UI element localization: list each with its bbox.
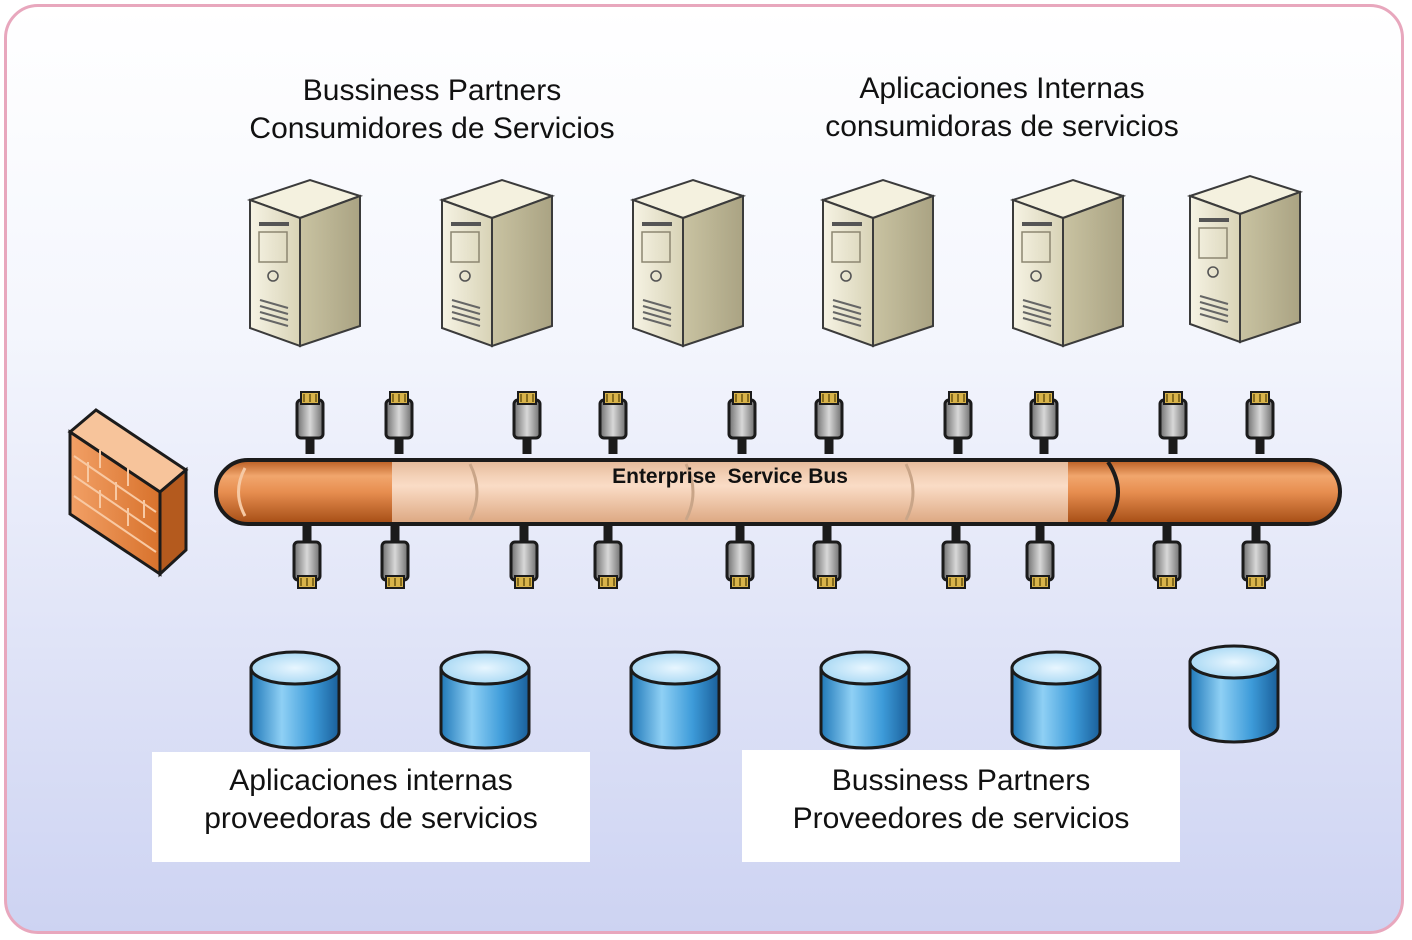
server-icon bbox=[1012, 179, 1124, 347]
connector-icon bbox=[1027, 524, 1053, 588]
service-bus bbox=[214, 458, 1342, 526]
connector-icon bbox=[1160, 392, 1186, 454]
database-icon bbox=[1188, 644, 1280, 744]
database-icon bbox=[1010, 650, 1102, 750]
label-line: Aplicaciones Internas bbox=[859, 72, 1145, 105]
bus-label: Enterprise Service Bus bbox=[612, 465, 848, 488]
connector-icon bbox=[1243, 524, 1269, 588]
label-line: Proveedores de servicios bbox=[792, 802, 1130, 835]
connector-icon bbox=[1031, 392, 1057, 454]
database-icon bbox=[629, 650, 721, 750]
connector-icon bbox=[945, 392, 971, 454]
server-icon bbox=[441, 179, 553, 347]
provider-partners-label: Bussiness Partners Proveedores de servic… bbox=[742, 750, 1180, 862]
connector-icon bbox=[1247, 392, 1273, 454]
connector-icon bbox=[814, 524, 840, 588]
server-icon bbox=[632, 179, 744, 347]
database-icon bbox=[819, 650, 911, 750]
label-line: Consumidores de Servicios bbox=[249, 112, 615, 145]
server-icon bbox=[249, 179, 361, 347]
label-line: consumidoras de servicios bbox=[825, 110, 1179, 143]
label-line: Bussiness Partners bbox=[831, 764, 1091, 797]
connectors-bottom bbox=[294, 524, 1269, 588]
consumer-partners-label: Bussiness Partners Consumidores de Servi… bbox=[212, 72, 652, 148]
connector-icon bbox=[943, 524, 969, 588]
label-line: proveedoras de servicios bbox=[204, 802, 538, 835]
connector-icon bbox=[729, 392, 755, 454]
label-line: Aplicaciones internas bbox=[229, 764, 513, 797]
connector-icon bbox=[382, 524, 408, 588]
connector-icon bbox=[595, 524, 621, 588]
connector-icon bbox=[514, 392, 540, 454]
connector-icon bbox=[727, 524, 753, 588]
server-icon bbox=[1189, 175, 1301, 343]
connector-icon bbox=[511, 524, 537, 588]
internal-providers-label: Aplicaciones internas proveedoras de ser… bbox=[152, 752, 590, 862]
connector-icon bbox=[816, 392, 842, 454]
firewall-icon bbox=[67, 408, 189, 578]
connectors-top bbox=[297, 392, 1273, 454]
connector-icon bbox=[297, 392, 323, 454]
database-icon bbox=[249, 650, 341, 750]
server-icon bbox=[822, 179, 934, 347]
connector-icon bbox=[386, 392, 412, 454]
connector-icon bbox=[1154, 524, 1180, 588]
label-line: Bussiness Partners bbox=[302, 74, 562, 107]
database-icon bbox=[439, 650, 531, 750]
connector-icon bbox=[294, 524, 320, 588]
connector-icon bbox=[600, 392, 626, 454]
internal-consumers-label: Aplicaciones Internas consumidoras de se… bbox=[782, 70, 1222, 146]
